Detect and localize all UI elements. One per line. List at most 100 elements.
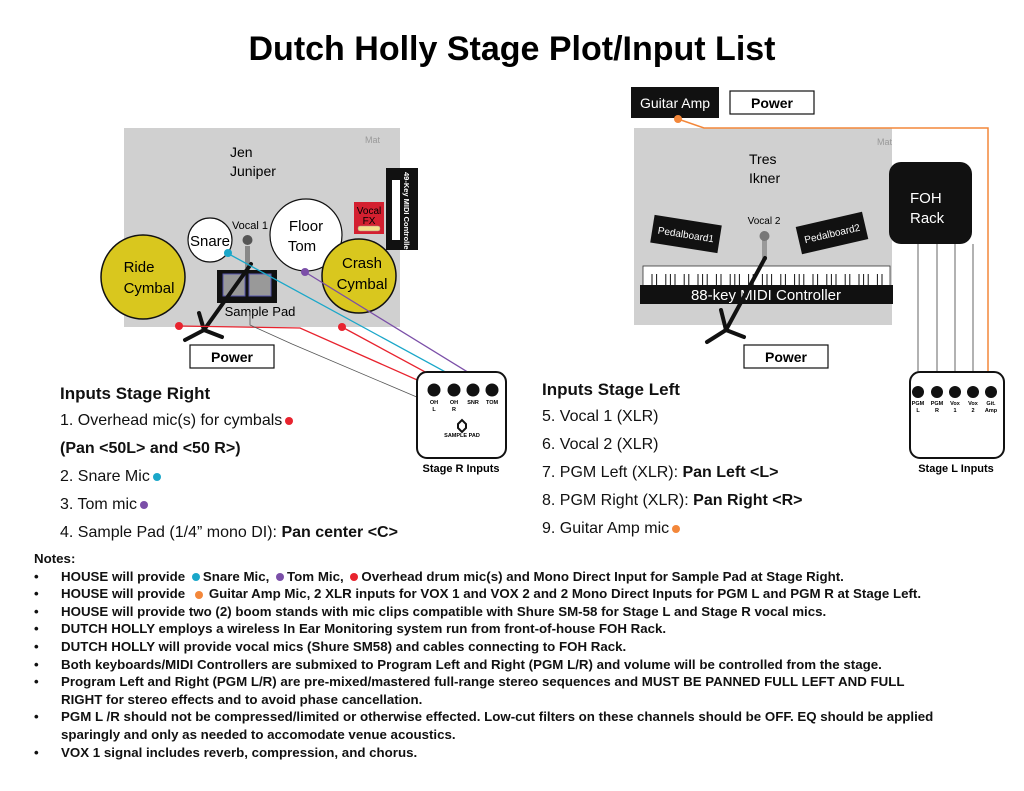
sample-pad-cable xyxy=(249,312,453,413)
input-item-text: 3. Tom mic xyxy=(60,496,138,513)
bullet: • xyxy=(34,709,39,725)
note-item: • PGM L /R should not be compressed/limit… xyxy=(34,708,933,743)
input-item-text: 8. PGM Right (XLR): xyxy=(542,492,694,509)
note-text: Both keyboards/MIDI Controllers are subm… xyxy=(61,656,882,672)
notes-section: Notes: •HOUSE will provide Snare Mic, To… xyxy=(34,550,933,761)
xlr-inputs xyxy=(912,386,997,398)
snare-color-dot xyxy=(191,573,200,582)
performer-name: Tres xyxy=(749,151,776,167)
note-text: Overhead drum mic(s) and Mono Direct Inp… xyxy=(361,568,844,584)
input-item-text: 1. Overhead mic(s) for cymbals xyxy=(60,412,283,429)
channel-label: OH xyxy=(430,400,438,406)
input-item-text: 2. Snare Mic xyxy=(60,468,150,485)
channel-label: SNR xyxy=(467,400,479,406)
bullet: • xyxy=(34,638,39,654)
overhead-l-cable xyxy=(178,325,434,388)
midi-controller-88 xyxy=(640,285,893,304)
midi-controller-label: 49-Key MIDI Controller xyxy=(402,172,411,253)
note-text: Guitar Amp Mic, 2 XLR inputs for VOX 1 a… xyxy=(208,586,922,602)
input-item-pan: Pan Left <L> xyxy=(682,464,779,481)
input-item: 3. Tom mic xyxy=(60,496,151,514)
note-item: •Both keyboards/MIDI Controllers are sub… xyxy=(34,656,933,674)
midi-controller-88-label: 88-key MIDI Controller xyxy=(691,287,841,304)
channel-label: Vox xyxy=(968,401,979,407)
foh-rack xyxy=(889,162,972,244)
mat-label: Mat xyxy=(877,137,893,147)
note-item: •DUTCH HOLLY will provide vocal mics (Sh… xyxy=(34,638,933,656)
ride-label: Cymbal xyxy=(124,280,175,297)
note-item: •Program Left and Right (PGM L/R) are pr… xyxy=(34,673,933,708)
note-item: •HOUSE will provide Guitar Amp Mic, 2 XL… xyxy=(34,585,933,603)
snare-cable xyxy=(226,252,474,388)
mic-stand-icon xyxy=(183,262,253,342)
input-item-pan: Pan Right <R> xyxy=(693,492,803,509)
microphone-icon xyxy=(242,235,253,245)
channel-label: PGM xyxy=(912,401,925,407)
tom-color-dot xyxy=(140,500,149,509)
channel-label: 2 xyxy=(971,408,974,414)
guitar-amp-cable xyxy=(677,118,989,380)
pedalboard-1: Pedalboard1 xyxy=(650,214,722,254)
snare-color-dot xyxy=(152,472,161,481)
bullet: • xyxy=(34,603,39,619)
performer-name: Jen xyxy=(230,144,253,160)
note-text: sparingly and only as needed to accomoda… xyxy=(61,726,456,742)
guitar-amp xyxy=(631,87,719,118)
sample-pad-label: Sample Pad xyxy=(225,304,296,319)
channel-label: L xyxy=(432,407,436,413)
snare-drum xyxy=(187,217,233,263)
note-item: •DUTCH HOLLY employs a wireless In Ear M… xyxy=(34,620,933,638)
channel-label: Git. xyxy=(986,401,996,407)
crash-label: Cymbal xyxy=(337,276,388,293)
input-item: (Pan <50L> and <50 R>) xyxy=(60,440,241,457)
power-box xyxy=(189,344,275,369)
input-item-text: 7. PGM Left (XLR): xyxy=(542,464,683,481)
note-text: HOUSE will provide xyxy=(61,568,189,584)
foh-rack-label: Rack xyxy=(910,210,945,227)
vocal-fx-label: Vocal xyxy=(357,206,381,217)
notes-heading: Notes: xyxy=(34,551,76,566)
ride-label: Ride xyxy=(124,259,155,276)
floor-tom-label: Tom xyxy=(288,238,316,255)
note-text: HOUSE will provide xyxy=(61,586,189,602)
note-text: Tom Mic, xyxy=(287,568,348,584)
midi-controller-49 xyxy=(386,168,418,250)
overhead-color-dot xyxy=(350,573,359,582)
inputs-left-heading: Inputs Stage Left xyxy=(542,380,680,399)
foh-rack-label: FOH xyxy=(910,190,942,207)
stage-left-area: Guitar Amp Power Mat Tres Ikner Pedalboa… xyxy=(631,87,1005,475)
note-item: •HOUSE will provide Snare Mic, Tom Mic, … xyxy=(34,568,933,586)
guitar-color-dot xyxy=(194,590,203,599)
input-item-text: 4. Sample Pad (1/4” mono DI): xyxy=(60,524,282,541)
note-item: •VOX 1 signal includes reverb, compressi… xyxy=(34,744,933,762)
channel-label: PGM xyxy=(931,401,944,407)
snare-label: Snare xyxy=(190,233,230,250)
input-item-text: 9. Guitar Amp mic xyxy=(542,520,670,537)
channel-label: R xyxy=(935,408,939,414)
input-item: 4. Sample Pad (1/4” mono DI): Pan center… xyxy=(60,524,398,542)
mic-stand-icon xyxy=(705,256,767,344)
sample-pad-input-label: SAMPLE PAD xyxy=(444,433,480,439)
channel-label: R xyxy=(452,407,456,413)
note-text: PGM L /R should not be compressed/limite… xyxy=(61,709,934,725)
channel-label: Amp xyxy=(985,408,998,414)
bullet: • xyxy=(34,744,39,760)
quarter-inch-jack-icon xyxy=(457,418,467,434)
note-text: Program Left and Right (PGM L/R) are pre… xyxy=(61,674,905,690)
input-item: 5. Vocal 1 (XLR) xyxy=(542,408,659,425)
channel-label: OH xyxy=(450,400,458,406)
overhead-color-dot xyxy=(285,416,294,425)
foh-cables xyxy=(917,244,974,380)
stage-l-inputs-label: Stage L Inputs xyxy=(918,463,994,475)
tom-cable xyxy=(304,271,493,388)
xlr-inputs xyxy=(427,383,499,397)
stage-right-area: Mat Jen Juniper 49-Key MIDI Controller V… xyxy=(100,128,507,475)
power-label: Power xyxy=(751,95,794,111)
floor-tom-label: Floor xyxy=(289,218,323,235)
power-label: Power xyxy=(765,349,808,365)
input-item: 1. Overhead mic(s) for cymbals xyxy=(60,412,296,430)
input-item: 6. Vocal 2 (XLR) xyxy=(542,436,659,453)
input-item: 2. Snare Mic xyxy=(60,468,164,486)
power-box xyxy=(729,90,815,115)
